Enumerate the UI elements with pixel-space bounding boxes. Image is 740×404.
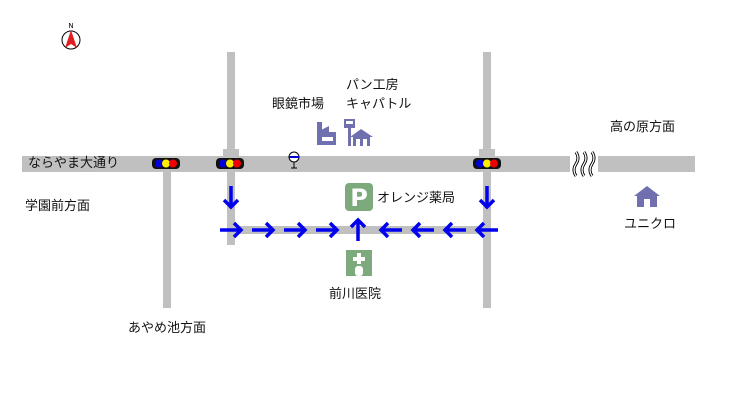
road-east-vertical bbox=[483, 52, 491, 308]
traffic-light-icon bbox=[473, 158, 501, 169]
main-road-east bbox=[598, 156, 695, 172]
direction-takanohara-label: 高の原方面 bbox=[610, 120, 676, 135]
bakery-label-line2: キャパトル bbox=[346, 97, 412, 112]
pharmacy-label: オレンジ薬局 bbox=[377, 191, 456, 206]
route-arrow-right-icon bbox=[220, 221, 244, 239]
route-arrow-right-icon bbox=[252, 221, 276, 239]
store-icon bbox=[634, 186, 660, 207]
direction-ayame-label: あやめ池方面 bbox=[128, 321, 207, 336]
traffic-light-icon bbox=[152, 158, 180, 169]
parking-icon: P bbox=[345, 183, 373, 212]
route-arrow-left-icon bbox=[378, 221, 402, 239]
bakery-label-line1: パン工房 bbox=[346, 78, 399, 93]
svg-text:P: P bbox=[350, 184, 368, 212]
hospital-icon bbox=[346, 250, 372, 276]
traffic-light-icon bbox=[216, 158, 244, 169]
uniqlo-label: ユニクロ bbox=[624, 217, 677, 232]
road-south-ayame bbox=[163, 172, 171, 308]
direction-gakuen-label: 学園前方面 bbox=[25, 199, 91, 214]
route-arrow-down-icon bbox=[222, 186, 240, 210]
route-arrow-left-icon bbox=[474, 221, 498, 239]
route-arrow-left-icon bbox=[410, 221, 434, 239]
route-arrow-right-icon bbox=[316, 221, 340, 239]
route-arrow-right-icon bbox=[284, 221, 308, 239]
factory-icon bbox=[317, 122, 336, 145]
glasses-shop-icon bbox=[288, 151, 300, 169]
route-arrow-down-icon bbox=[478, 186, 496, 210]
route-arrow-left-icon bbox=[442, 221, 466, 239]
main-road-label: ならやま大通り bbox=[28, 156, 120, 171]
north-compass-icon: N bbox=[61, 22, 81, 50]
road-west-vertical bbox=[227, 52, 235, 245]
megane-label: 眼鏡市場 bbox=[272, 97, 325, 112]
svg-text:N: N bbox=[68, 22, 73, 30]
hospital-label: 前川医院 bbox=[329, 287, 382, 302]
bakery-icon bbox=[344, 119, 373, 146]
route-arrows bbox=[220, 186, 498, 241]
route-arrow-up-icon bbox=[349, 217, 367, 241]
